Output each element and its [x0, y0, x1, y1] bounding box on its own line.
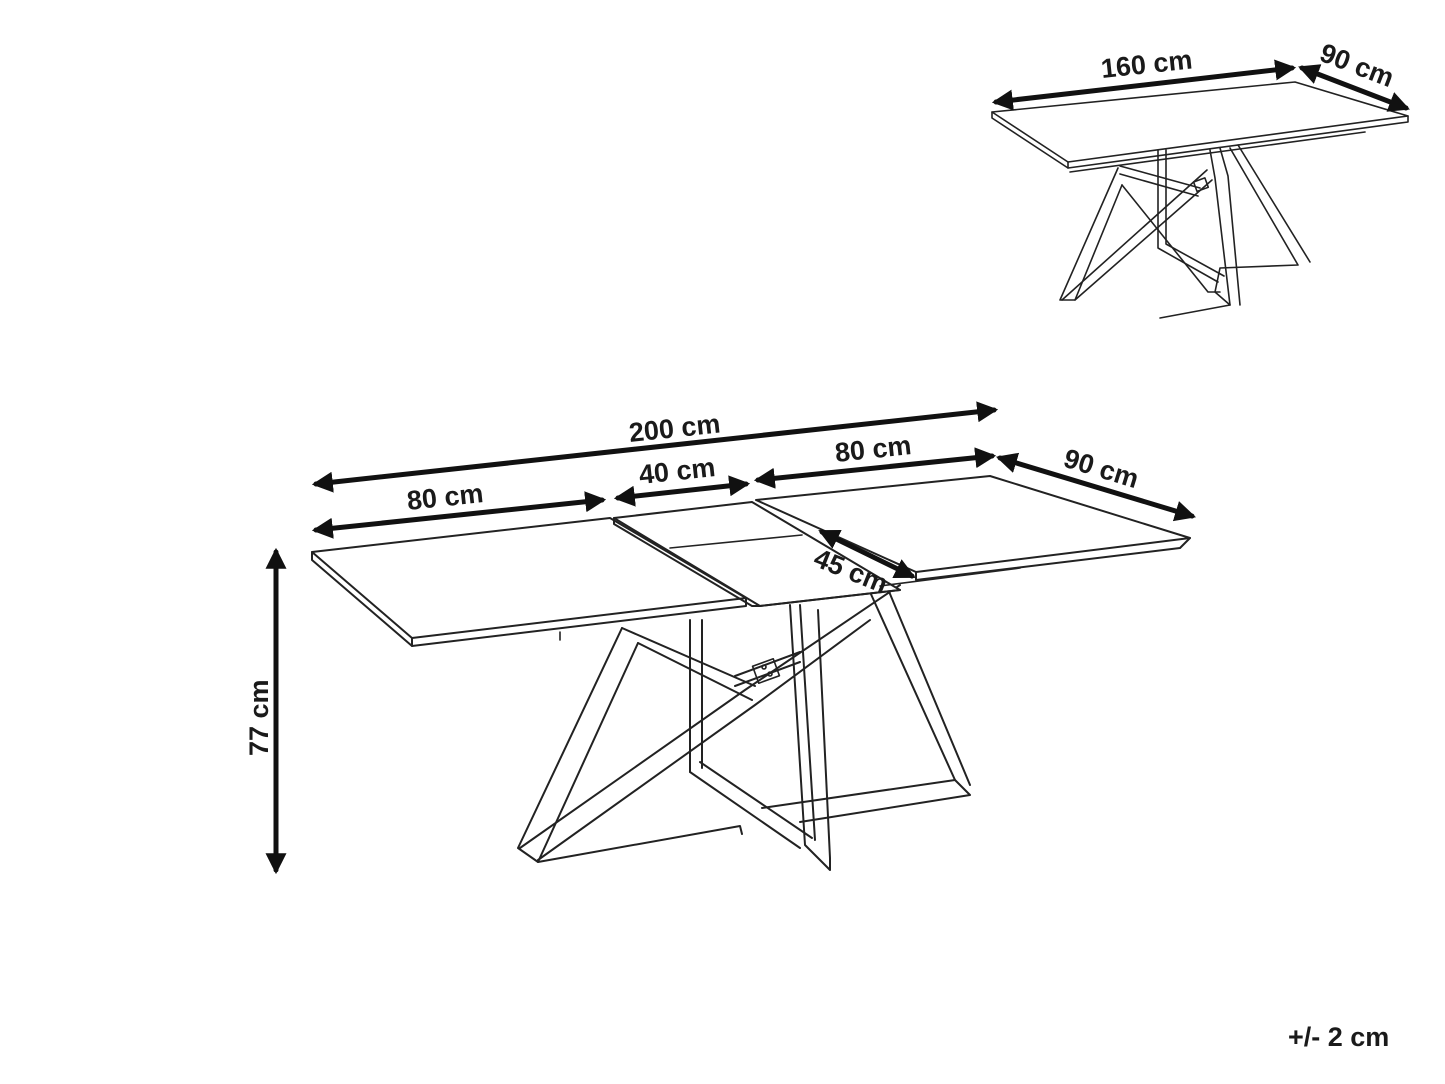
middle-leaf-arrow — [613, 475, 751, 507]
total-length-arrow — [311, 401, 999, 493]
small-length-label: 160 cm — [1099, 45, 1193, 84]
right-leaf-label: 80 cm — [833, 430, 912, 468]
left-leaf-label: 80 cm — [405, 478, 484, 516]
extension-depth-arrow — [818, 529, 916, 579]
large-table-drawing: 200 cm 80 cm 40 cm 80 cm 90 cm 45 cm 77 … — [244, 401, 1197, 875]
small-width-arrow — [1298, 64, 1410, 112]
small-length-arrow — [991, 59, 1297, 111]
small-table-drawing: 160 cm 90 cm — [991, 38, 1410, 319]
height-label: 77 cm — [244, 679, 274, 756]
middle-leaf-label: 40 cm — [637, 452, 716, 490]
width-arrow — [995, 452, 1197, 522]
small-width-label: 90 cm — [1316, 38, 1398, 93]
tolerance-note: +/- 2 cm — [1288, 1022, 1390, 1052]
left-leaf-arrow — [311, 491, 607, 539]
right-leaf-arrow — [753, 447, 997, 489]
small-table-base — [1059, 144, 1311, 319]
large-table-base — [517, 581, 971, 871]
